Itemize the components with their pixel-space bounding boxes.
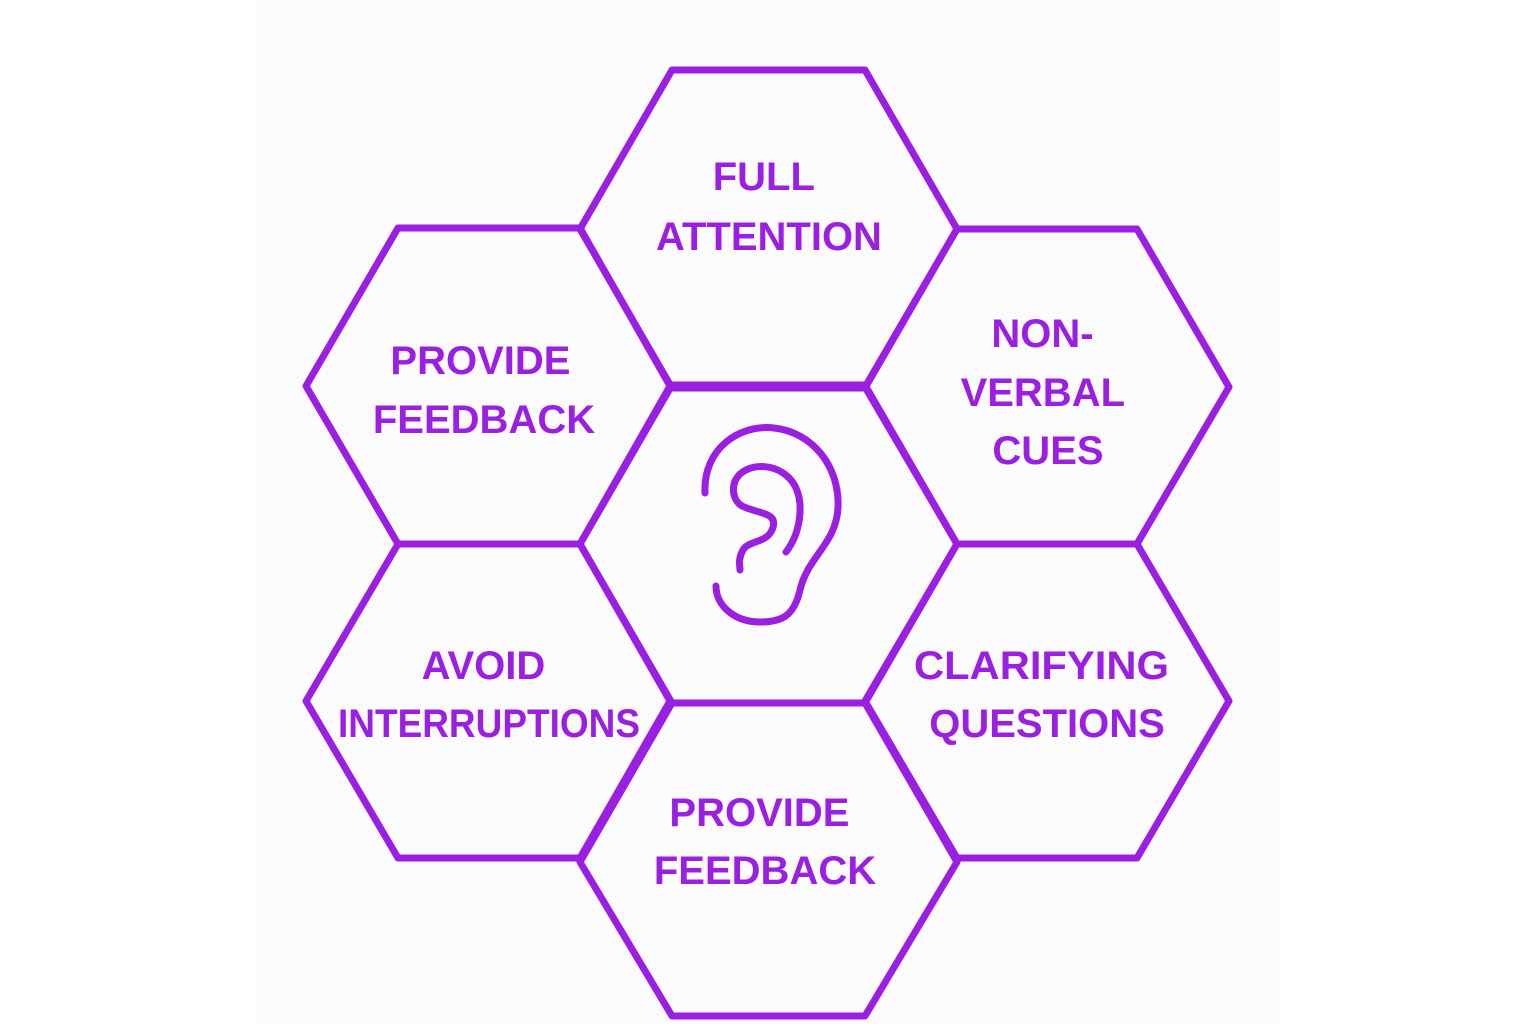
hex-provide-feedback-bottom-label: PROVIDE FEEDBACK xyxy=(654,791,876,893)
hex-avoid-interruptions-outline xyxy=(302,540,674,862)
hex-clarifying-questions: CLARIFYING QUESTIONS xyxy=(861,540,1233,862)
hex-provide-feedback-upper-label: PROVIDE FEEDBACK xyxy=(373,339,595,442)
hex-provide-feedback-upper-line-2: FEEDBACK xyxy=(373,398,595,442)
hex-full-attention-line-1: FULL xyxy=(713,155,815,199)
hex-provide-feedback-upper: PROVIDE FEEDBACK xyxy=(302,224,674,548)
hex-clarifying-questions-outline xyxy=(861,540,1233,862)
hex-avoid-interruptions-label: AVOID INTERRUPTIONS xyxy=(338,644,640,746)
hex-center-outline xyxy=(576,381,961,707)
hex-center xyxy=(576,381,961,707)
hex-non-verbal-cues-line-3: CUES xyxy=(992,429,1103,473)
hex-avoid-interruptions-line-2: INTERRUPTIONS xyxy=(338,702,640,746)
hex-provide-feedback-bottom-outline xyxy=(576,699,961,1020)
hex-provide-feedback-upper-line-1: PROVIDE xyxy=(390,339,570,383)
hex-provide-feedback-bottom: PROVIDE FEEDBACK xyxy=(576,699,961,1020)
hex-provide-feedback-bottom-line-1: PROVIDE xyxy=(669,791,849,835)
hex-non-verbal-cues-line-2: VERBAL xyxy=(961,371,1125,415)
ear-icon xyxy=(701,424,842,626)
hex-provide-feedback-bottom-line-2: FEEDBACK xyxy=(654,849,876,893)
hex-clarifying-questions-line-2: QUESTIONS xyxy=(929,702,1165,746)
hex-full-attention-label: FULL ATTENTION xyxy=(656,155,882,259)
ear-inner-curve xyxy=(730,463,804,574)
hex-clarifying-questions-line-1: CLARIFYING xyxy=(914,644,1169,688)
hex-full-attention: FULL ATTENTION xyxy=(576,66,961,392)
hex-clarifying-questions-label: CLARIFYING QUESTIONS xyxy=(914,644,1180,746)
hex-avoid-interruptions: AVOID INTERRUPTIONS xyxy=(302,540,674,862)
hex-full-attention-line-2: ATTENTION xyxy=(656,215,882,259)
hex-non-verbal-cues: NON- VERBAL CUES xyxy=(861,225,1233,548)
ear-outer-curve xyxy=(701,424,842,626)
hex-provide-feedback-upper-outline xyxy=(302,224,674,548)
hex-avoid-interruptions-line-1: AVOID xyxy=(422,644,546,688)
hex-non-verbal-cues-line-1: NON- xyxy=(991,312,1093,356)
hex-non-verbal-cues-label: NON- VERBAL CUES xyxy=(961,312,1136,473)
